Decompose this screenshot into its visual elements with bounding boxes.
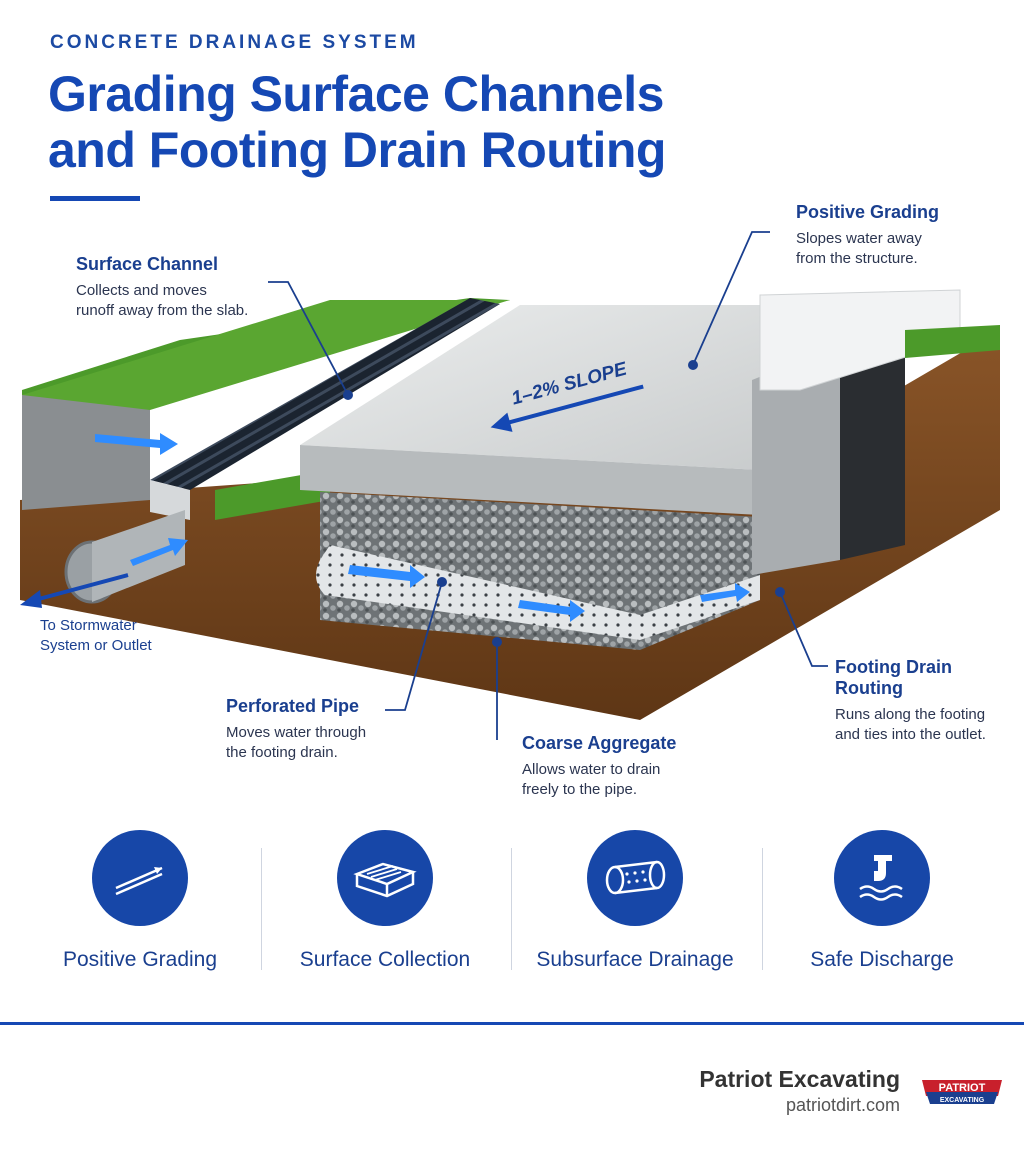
waterproof-membrane xyxy=(840,330,905,560)
gravel-bed xyxy=(320,492,760,650)
title-underline xyxy=(50,196,140,201)
callout-title: Surface Channel xyxy=(76,254,219,274)
callout-footing-drain: Footing Drain Routing Runs along the foo… xyxy=(835,657,1024,745)
feature-positive-grading: Positive Grading xyxy=(15,830,265,972)
callout-desc-line-2: freely to the pipe. xyxy=(522,781,638,798)
outlet-line-1: To Stormwater xyxy=(40,617,137,634)
callout-surface-channel: Surface Channel Collects and moves runof… xyxy=(76,254,248,321)
perforated-pipe-icon xyxy=(587,830,683,926)
callout-outlet: To Stormwater System or Outlet xyxy=(40,616,152,656)
divider xyxy=(762,848,763,970)
title-line-1: Grading Surface Channels xyxy=(48,66,664,122)
page-title: Grading Surface Channels and Footing Dra… xyxy=(48,66,666,178)
callout-title: Footing Drain Routing xyxy=(835,657,952,698)
title-line-2: and Footing Drain Routing xyxy=(48,122,666,178)
svg-text:PATRIOT: PATRIOT xyxy=(939,1082,986,1094)
feature-label: Safe Discharge xyxy=(810,948,954,971)
callout-desc-line-2: and ties into the outlet. xyxy=(835,726,986,743)
feature-surface-collection: Surface Collection xyxy=(260,830,510,972)
feature-safe-discharge: Safe Discharge xyxy=(757,830,1007,972)
outlet-line-2: System or Outlet xyxy=(40,637,152,654)
callout-desc-line-2: from the structure. xyxy=(796,250,918,267)
feature-label: Surface Collection xyxy=(299,948,471,971)
callout-desc-line-2: the footing drain. xyxy=(226,744,338,761)
concrete-slab-top xyxy=(300,305,760,470)
footer-rule xyxy=(0,1022,1024,1025)
slope-arrow-icon xyxy=(92,830,188,926)
patriot-logo: PATRIOT EXCAVATING xyxy=(922,1080,1002,1104)
callout-desc-line-1: Allows water to drain xyxy=(522,761,661,778)
company-url[interactable]: patriotdirt.com xyxy=(785,1095,900,1115)
callout-desc-line-1: Collects and moves xyxy=(76,282,207,299)
callout-title: Coarse Aggregate xyxy=(522,733,677,753)
brand-block: Patriot Excavating patriotdirt.com xyxy=(699,1066,900,1116)
feature-row: Positive Grading Surface Collection Subs… xyxy=(0,830,1024,980)
callout-desc-line-1: Slopes water away xyxy=(796,230,922,247)
drainage-cross-section-illustration: 1–2% SLOPE xyxy=(20,231,1000,740)
divider xyxy=(261,848,262,970)
concrete-slab-edge xyxy=(300,445,760,515)
callout-desc-line-2: runoff away from the slab. xyxy=(76,302,249,319)
feature-label: Subsurface Drainage xyxy=(536,948,734,971)
callout-title: Positive Grading xyxy=(796,202,940,222)
callout-desc-line-1: Moves water through xyxy=(226,724,367,741)
callout-desc-line-1: Runs along the footing xyxy=(835,706,986,723)
pavement-edge xyxy=(22,380,150,510)
outlet-arrow xyxy=(34,573,129,602)
feature-subsurface-drainage: Subsurface Drainage xyxy=(510,830,760,972)
divider xyxy=(511,848,512,970)
outlet-water-icon xyxy=(834,830,930,926)
leader-lines xyxy=(268,231,828,740)
trench-grate-icon xyxy=(337,830,433,926)
house-siding xyxy=(759,289,961,391)
trench-grate xyxy=(150,298,500,490)
callout-title: Perforated Pipe xyxy=(226,696,360,716)
company-name: Patriot Excavating xyxy=(699,1066,900,1092)
flow-arrows xyxy=(95,433,750,622)
svg-text:EXCAVATING: EXCAVATING xyxy=(940,1097,985,1104)
callout-positive-grading: Positive Grading Slopes water away from … xyxy=(796,202,939,269)
callout-perforated-pipe: Perforated Pipe Moves water through the … xyxy=(226,696,366,763)
eyebrow: CONCRETE DRAINAGE SYSTEM xyxy=(50,32,419,53)
perforated-pipe xyxy=(316,545,760,640)
feature-label: Positive Grading xyxy=(62,948,218,971)
callout-coarse-aggregate: Coarse Aggregate Allows water to drain f… xyxy=(522,733,676,800)
foundation-wall xyxy=(752,345,840,575)
